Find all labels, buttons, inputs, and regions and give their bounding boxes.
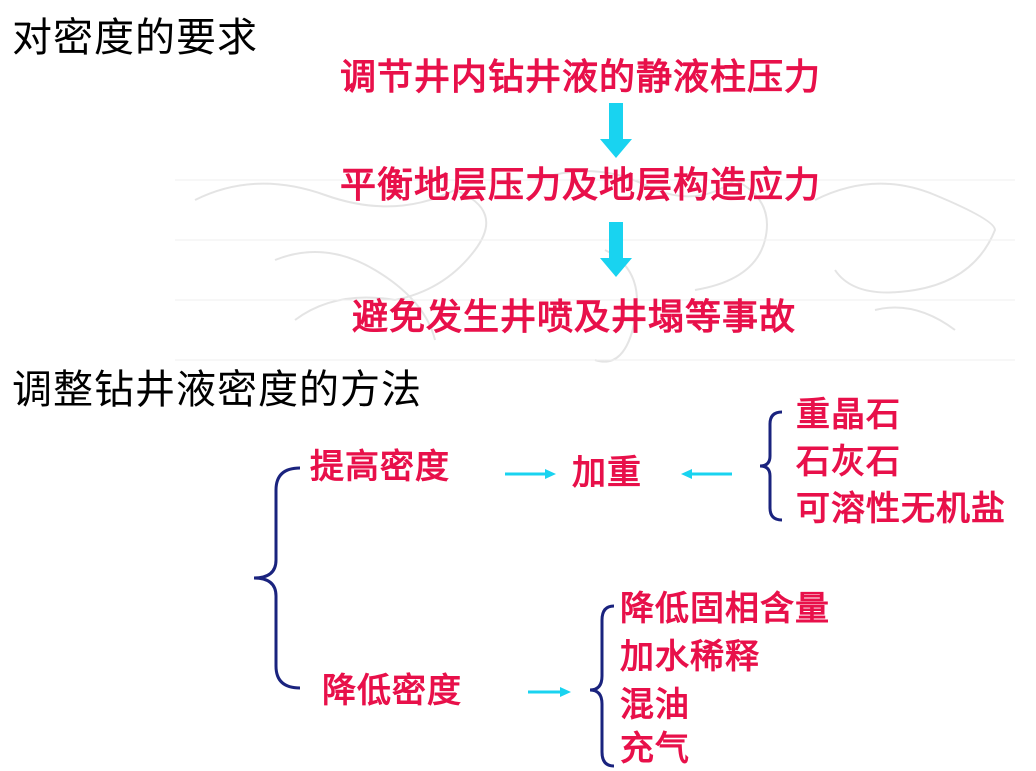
step-3: 避免发生井喷及井塌等事故 [352,297,797,338]
main-brace [253,466,301,690]
increase-density-label: 提高密度 [310,447,450,487]
weighting-label: 加重 [572,453,642,493]
methods-brace [589,604,615,768]
method-oil-mix: 混油 [620,685,690,725]
method-aerate: 充气 [620,729,690,769]
method-reduce-solids: 降低固相含量 [620,589,830,629]
background-map-texture [175,170,1015,363]
down-arrow-2 [600,222,632,277]
section1-title: 对密度的要求 [12,15,258,61]
down-arrow-1 [600,103,632,158]
right-arrow-increase [505,469,556,479]
materials-brace [759,410,783,522]
material-barite: 重晶石 [796,395,901,435]
section2-title: 调整钻井液密度的方法 [12,367,422,413]
material-limestone: 石灰石 [796,442,901,482]
method-dilute-water: 加水稀释 [620,637,760,677]
step-1: 调节井内钻井液的静液柱压力 [340,57,822,98]
right-arrow-decrease [528,687,571,697]
material-soluble-salt: 可溶性无机盐 [796,489,1006,529]
decrease-density-label: 降低密度 [322,671,462,711]
step-2: 平衡地层压力及地层构造应力 [340,165,822,206]
left-arrow-materials [681,469,732,479]
